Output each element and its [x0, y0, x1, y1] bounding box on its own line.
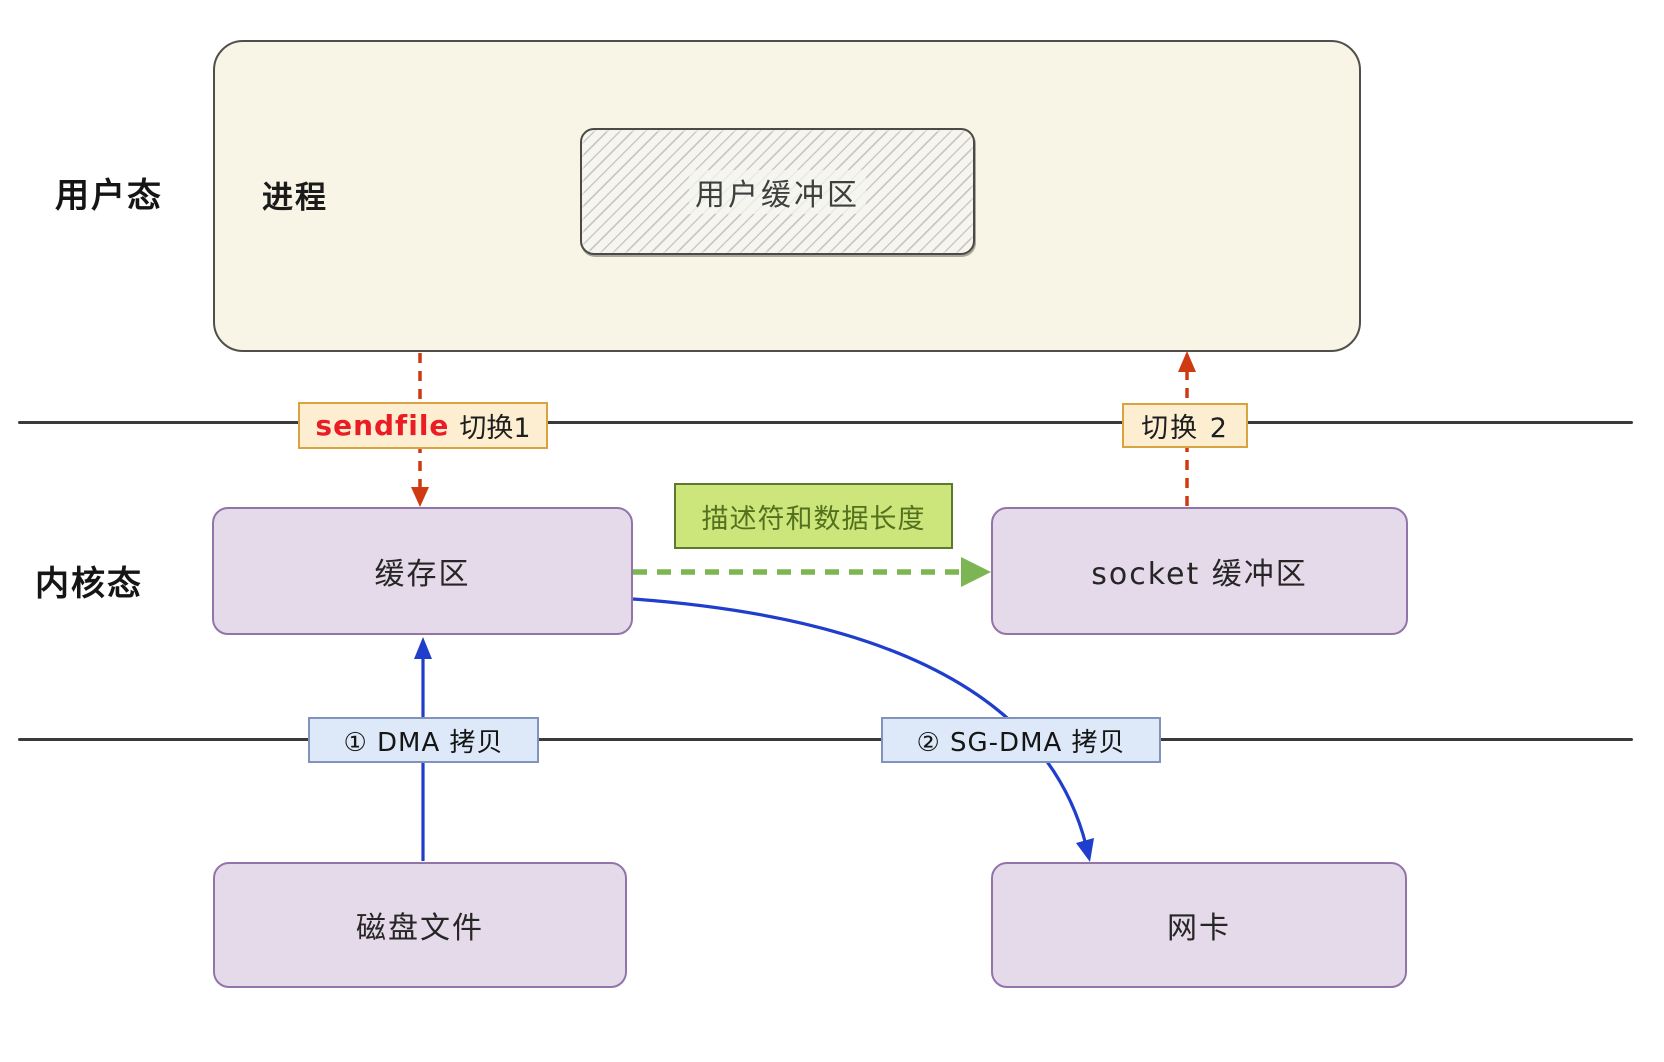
switch2-arrowhead-icon — [1178, 351, 1196, 372]
dma-copy-text: ① DMA 拷贝 — [343, 727, 504, 758]
kernel-buffer-label: 缓存区 — [374, 557, 471, 592]
disk-file-label: 磁盘文件 — [356, 911, 484, 946]
sendfile-keyword: sendfile — [315, 409, 450, 442]
socket-buffer-box: socket 缓冲区 — [991, 507, 1408, 635]
user-kernel-boundary-line — [18, 421, 1633, 424]
sg-dma-copy-arrow — [632, 597, 1088, 846]
switch1-text: 切换1 — [459, 413, 531, 444]
sg-dma-copy-chip: ② SG-DMA 拷贝 — [881, 717, 1161, 763]
descriptor-arrowhead-icon — [961, 557, 991, 587]
switch1-arrowhead-icon — [411, 487, 429, 507]
nic-label: 网卡 — [1167, 911, 1231, 946]
dma-copy-chip: ① DMA 拷贝 — [308, 717, 539, 763]
nic-box: 网卡 — [991, 862, 1407, 988]
descriptor-text: 描述符和数据长度 — [701, 503, 926, 535]
sg-dma-copy-arrowhead-icon — [1076, 838, 1094, 862]
process-title: 进程 — [262, 180, 328, 216]
kernel-buffer-box: 缓存区 — [212, 507, 633, 635]
kernel-mode-label: 内核态 — [35, 564, 143, 604]
dma-copy-arrowhead-icon — [414, 637, 432, 659]
user-mode-label: 用户态 — [55, 176, 163, 216]
user-buffer-box: 用户缓冲区 — [580, 128, 975, 255]
kernel-hardware-boundary-line — [18, 738, 1633, 741]
disk-file-box: 磁盘文件 — [213, 862, 627, 988]
sg-dma-copy-text: ② SG-DMA 拷贝 — [916, 727, 1126, 758]
user-buffer-label: 用户缓冲区 — [689, 169, 866, 214]
socket-buffer-label: socket 缓冲区 — [1091, 557, 1308, 592]
switch2-chip: 切换 2 — [1122, 403, 1248, 448]
descriptor-chip: 描述符和数据长度 — [674, 483, 953, 549]
switch2-text: 切换 2 — [1141, 413, 1229, 444]
switch1-chip: sendfile 切换1 — [298, 402, 548, 449]
